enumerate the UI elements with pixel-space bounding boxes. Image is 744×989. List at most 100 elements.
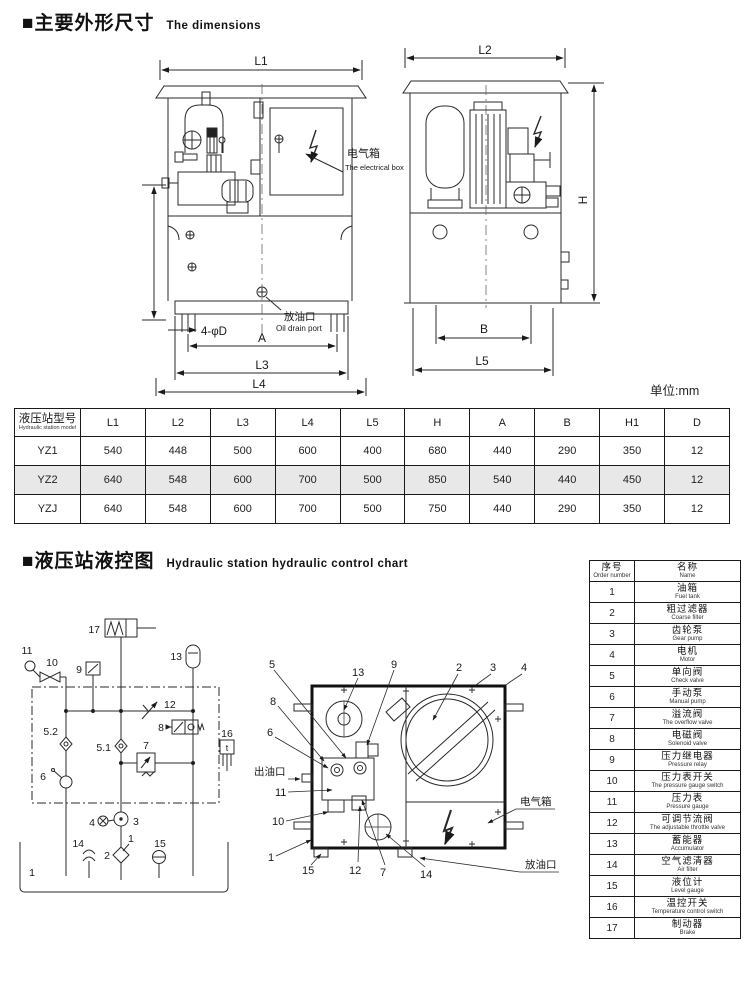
side-dim-l2-label: L2 [478, 43, 492, 57]
t-symbol: t [226, 743, 229, 753]
callout-15: 15 [154, 838, 166, 850]
section-title-dimensions-en: The dimensions [166, 20, 262, 32]
front-lower-section [167, 216, 353, 332]
electrical-box-label: 电气箱 [520, 795, 552, 808]
overflow-valve-symbol [136, 752, 156, 777]
valve-block-top-view [301, 741, 379, 813]
callout-12: 12 [349, 865, 361, 877]
col-header: H1 [599, 408, 666, 437]
callout-14: 14 [420, 869, 432, 881]
col-header: L5 [339, 408, 406, 437]
callout-16: 16 [221, 728, 233, 740]
front-dim-a-label: A [258, 331, 266, 345]
section-title-dimensions-zh: ■主要外形尺寸 [22, 13, 155, 34]
tank-symbol [19, 842, 229, 893]
front-dim-l1-label: L1 [254, 54, 268, 68]
brake-symbol [104, 618, 156, 638]
callout-7: 7 [143, 740, 149, 752]
electrical-box-label-zh: 电气箱 [347, 146, 380, 160]
side-dim-h-label: H [576, 196, 590, 205]
model-header-cell: 液压站型号 Hydraulic station model [14, 408, 81, 437]
callout-7: 7 [380, 867, 386, 879]
side-dim-b-label: B [480, 322, 488, 336]
front-view-drawing: L1 电气箱 The electrical box 放油口 Oil drain … [142, 54, 404, 396]
callout-5-2: 5.2 [43, 726, 58, 738]
manual-pump-symbol [51, 768, 73, 789]
electrical-box-label-en: The electrical box [345, 163, 404, 172]
side-roof [402, 80, 569, 94]
solenoid-valve-symbol [165, 719, 205, 735]
callout-9: 9 [391, 659, 397, 671]
front-roof [155, 85, 367, 99]
leader-lines [273, 669, 559, 873]
col-header: H [404, 408, 471, 437]
callout-9: 9 [76, 664, 82, 676]
callout-13: 13 [170, 651, 182, 663]
col-header: L3 [209, 408, 276, 437]
front-dim-l3-label: L3 [255, 358, 269, 372]
callout-17: 17 [88, 624, 100, 636]
callout-5: 5 [269, 659, 275, 671]
front-dim-l4-label: L4 [252, 377, 266, 391]
level-gauge-symbol [152, 850, 166, 878]
front-pump-group [161, 91, 254, 214]
callout-8: 8 [270, 696, 276, 708]
side-dim-l5 [412, 308, 554, 376]
callout-3: 3 [490, 662, 496, 674]
side-view-drawing: L2 H B L5 [402, 43, 604, 376]
lightning-icon [532, 115, 543, 149]
callout-2: 2 [104, 850, 110, 862]
bolt-note-label: 4-φD [201, 326, 227, 338]
check-valve-symbol [59, 736, 128, 754]
oil-drain-label-en: Oil drain port [276, 324, 323, 333]
front-dim-l3 [174, 316, 349, 380]
section-title-dimensions: ■主要外形尺寸 The dimensions [22, 8, 261, 35]
front-dim-l1 [159, 60, 363, 80]
motor-pump-symbol [97, 811, 129, 827]
section-title-control: ■液压站液控图 Hydraulic station hydraulic cont… [22, 546, 408, 573]
front-dim-a [187, 334, 338, 352]
callout-8: 8 [158, 722, 164, 734]
accumulator-symbol [185, 644, 201, 669]
col-header: D [664, 408, 730, 437]
temperature-switch-symbol [219, 739, 235, 771]
hydraulic-schematic: 17 11 10 9 13 12 8 16 5.2 5.1 7 6 4 3 1 … [19, 618, 235, 893]
col-header: B [534, 408, 601, 437]
air-filter-top-view [364, 813, 392, 841]
drain-label: 放油口 [525, 858, 557, 871]
callout-4: 4 [89, 817, 95, 829]
callout-6: 6 [267, 727, 273, 739]
side-accumulator [425, 105, 465, 209]
callout-14: 14 [72, 838, 84, 850]
callout-2: 2 [456, 662, 462, 674]
section-title-control-zh: ■液压站液控图 [22, 551, 155, 572]
outlet-label: 出油口 [254, 765, 286, 778]
accumulator-top-view [325, 700, 363, 738]
table-row-yzj: YZJ 640 548 600 700 500 750 440 290 350 … [14, 494, 730, 524]
motor-top-view [385, 693, 496, 787]
side-motor [469, 101, 507, 209]
callout-12: 12 [164, 699, 176, 711]
callout-10: 10 [272, 816, 284, 828]
frame-screws [341, 687, 501, 847]
callout-1: 1 [268, 852, 274, 864]
side-dim-h [568, 82, 604, 302]
dimensions-table: 液压站型号 Hydraulic station model L1 L2 L3 L… [14, 408, 730, 524]
coarse-filter-symbol [112, 846, 130, 864]
air-filter-symbol [82, 849, 96, 878]
lightning-icon [308, 129, 319, 164]
front-electrical-box [269, 107, 344, 196]
